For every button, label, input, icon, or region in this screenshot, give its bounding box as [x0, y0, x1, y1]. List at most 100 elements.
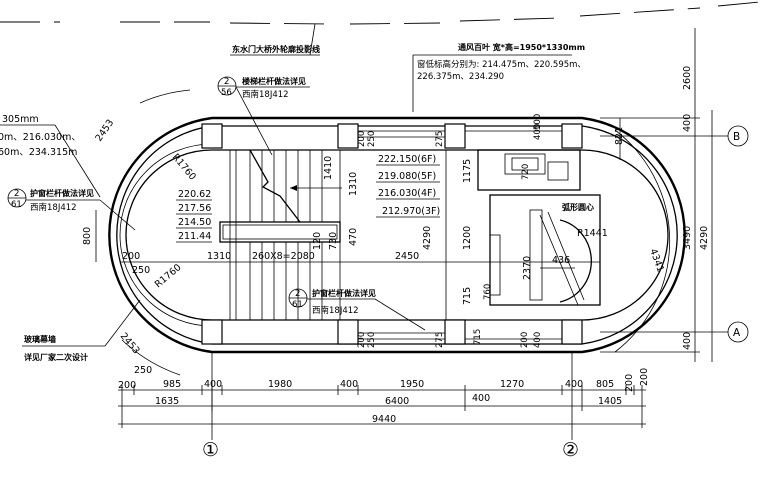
svg-text:1410: 1410 — [323, 156, 334, 180]
svg-text:护窗栏杆做法详见: 护窗栏杆做法详见 — [30, 188, 94, 198]
svg-text:R1760: R1760 — [153, 262, 184, 290]
svg-text:400: 400 — [682, 114, 693, 132]
svg-text:2: 2 — [224, 77, 229, 87]
svg-text:400: 400 — [533, 332, 543, 348]
elevator-room: 2370 436 R1441 弧形圆心 — [477, 149, 608, 306]
svg-text:1270: 1270 — [500, 379, 524, 390]
curtain-wall-label-2: 详见厂家二次设计 — [24, 352, 88, 362]
svg-text:760: 760 — [483, 284, 493, 300]
svg-text:200: 200 — [122, 251, 140, 262]
svg-text:120: 120 — [312, 232, 323, 250]
floor-level-labels: 222.150(6F) 219.080(5F) 216.030(4F) 212.… — [376, 154, 440, 218]
svg-text:4341: 4341 — [647, 247, 666, 273]
svg-text:216.030(4F): 216.030(4F) — [378, 188, 436, 199]
svg-text:720: 720 — [521, 164, 531, 180]
svg-text:200: 200 — [624, 374, 635, 392]
bridge-outline-projection — [0, 1, 760, 25]
svg-text:250: 250 — [367, 332, 377, 348]
svg-text:200: 200 — [520, 332, 530, 348]
guard-rail-callout-left: 2 61 护窗栏杆做法详见 西南18J412 — [7, 188, 136, 231]
svg-text:61: 61 — [11, 200, 22, 210]
svg-text:2453: 2453 — [93, 118, 116, 144]
svg-text:2453: 2453 — [118, 331, 142, 357]
svg-text:715: 715 — [462, 287, 473, 305]
svg-text:R1441: R1441 — [577, 228, 608, 239]
svg-text:4290: 4290 — [699, 226, 710, 250]
svg-text:楼梯栏杆做法详见: 楼梯栏杆做法详见 — [242, 76, 306, 86]
svg-text:2370: 2370 — [522, 256, 533, 280]
svg-text:275: 275 — [435, 131, 445, 147]
svg-text:西南18J412: 西南18J412 — [312, 305, 359, 316]
stair — [219, 149, 342, 320]
svg-text:1635: 1635 — [155, 396, 179, 407]
svg-text:400: 400 — [204, 379, 222, 390]
svg-text:0m、216.030m、: 0m、216.030m、 — [0, 132, 81, 143]
svg-text:250: 250 — [132, 265, 150, 276]
svg-text:985: 985 — [163, 379, 181, 390]
bridge-outline-label: 东水门大桥外轮廓投影线 — [232, 44, 320, 54]
svg-text:400: 400 — [472, 393, 490, 404]
svg-text:西南18J412: 西南18J412 — [242, 89, 289, 100]
axis-1-marker: ① — [202, 439, 219, 461]
svg-text:6400: 6400 — [385, 396, 409, 407]
sill-height-label-2: 226.375m、234.290 — [417, 72, 504, 82]
svg-text:436: 436 — [552, 255, 570, 266]
svg-text:A: A — [733, 327, 741, 339]
svg-text:400: 400 — [533, 124, 543, 140]
svg-text:3490: 3490 — [682, 226, 693, 250]
svg-text:61: 61 — [292, 300, 303, 310]
svg-text:715: 715 — [473, 329, 483, 345]
vent-spec-label: 通风百叶 宽*高=1950*1330mm — [458, 42, 585, 52]
svg-text:200: 200 — [357, 131, 367, 147]
svg-text:2450: 2450 — [395, 251, 419, 262]
svg-text:470: 470 — [348, 228, 359, 246]
svg-text:1980: 1980 — [268, 379, 292, 390]
svg-text:西南18J412: 西南18J412 — [30, 202, 77, 213]
right-dimension-chain: 2600 400 821 3490 4290 400 — [600, 28, 713, 362]
svg-text:220.62: 220.62 — [178, 189, 211, 200]
svg-text:R1760: R1760 — [170, 152, 198, 183]
svg-text:400: 400 — [340, 379, 358, 390]
svg-text:250: 250 — [367, 131, 377, 147]
guard-rail-callout-mid: 2 61 护窗栏杆做法详见 西南18J412 — [288, 288, 426, 331]
curtain-wall-label: 玻璃幕墙 — [24, 334, 56, 344]
svg-text:730: 730 — [328, 232, 339, 250]
svg-text:275: 275 — [435, 332, 445, 348]
svg-text:1200: 1200 — [462, 226, 473, 250]
svg-text:4290: 4290 — [422, 226, 433, 250]
arc-center-label: 弧形圆心 — [562, 202, 594, 212]
svg-text:1310: 1310 — [348, 172, 359, 196]
svg-text:2: 2 — [295, 289, 300, 299]
svg-text:400: 400 — [565, 379, 583, 390]
svg-text:1405: 1405 — [598, 396, 622, 407]
svg-text:219.080(5F): 219.080(5F) — [378, 171, 436, 182]
svg-text:400: 400 — [682, 332, 693, 350]
stair-level-labels: 220.62 217.56 214.50 211.44 — [176, 189, 212, 243]
svg-text:217.56: 217.56 — [178, 203, 211, 214]
svg-text:800: 800 — [82, 227, 93, 245]
svg-text:212.970(3F): 212.970(3F) — [382, 206, 440, 217]
svg-text:500: 500 — [533, 114, 543, 130]
svg-text:60m、234.315m: 60m、234.315m — [0, 147, 77, 158]
svg-text:214.50: 214.50 — [178, 217, 211, 228]
svg-text:B: B — [733, 131, 740, 143]
svg-text:222.150(6F): 222.150(6F) — [378, 154, 436, 165]
stair-rail-callout: 2 56 楼梯栏杆做法详见 西南18J412 — [217, 76, 310, 156]
bottom-dimension-chain: 200 985 400 1980 400 1950 1270 400 805 2… — [118, 368, 650, 428]
axis-2-marker: ② — [562, 439, 579, 461]
svg-text:56: 56 — [221, 88, 232, 98]
svg-text:200: 200 — [639, 368, 650, 386]
svg-text:护窗栏杆做法详见: 护窗栏杆做法详见 — [312, 288, 376, 298]
structural-columns — [201, 123, 583, 345]
axis-markers: B A ① ② — [202, 125, 749, 461]
svg-text:2600: 2600 — [682, 66, 693, 90]
svg-text:1175: 1175 — [462, 159, 473, 183]
sill-height-label-1: 窗低标高分别为: 214.475m、220.595m、 — [417, 59, 586, 70]
svg-text:2: 2 — [14, 189, 19, 199]
svg-text:1950: 1950 — [400, 379, 424, 390]
svg-text:821: 821 — [614, 127, 625, 145]
svg-text:200: 200 — [357, 332, 367, 348]
svg-text:305mm: 305mm — [2, 114, 39, 125]
svg-text:9440: 9440 — [372, 414, 396, 425]
